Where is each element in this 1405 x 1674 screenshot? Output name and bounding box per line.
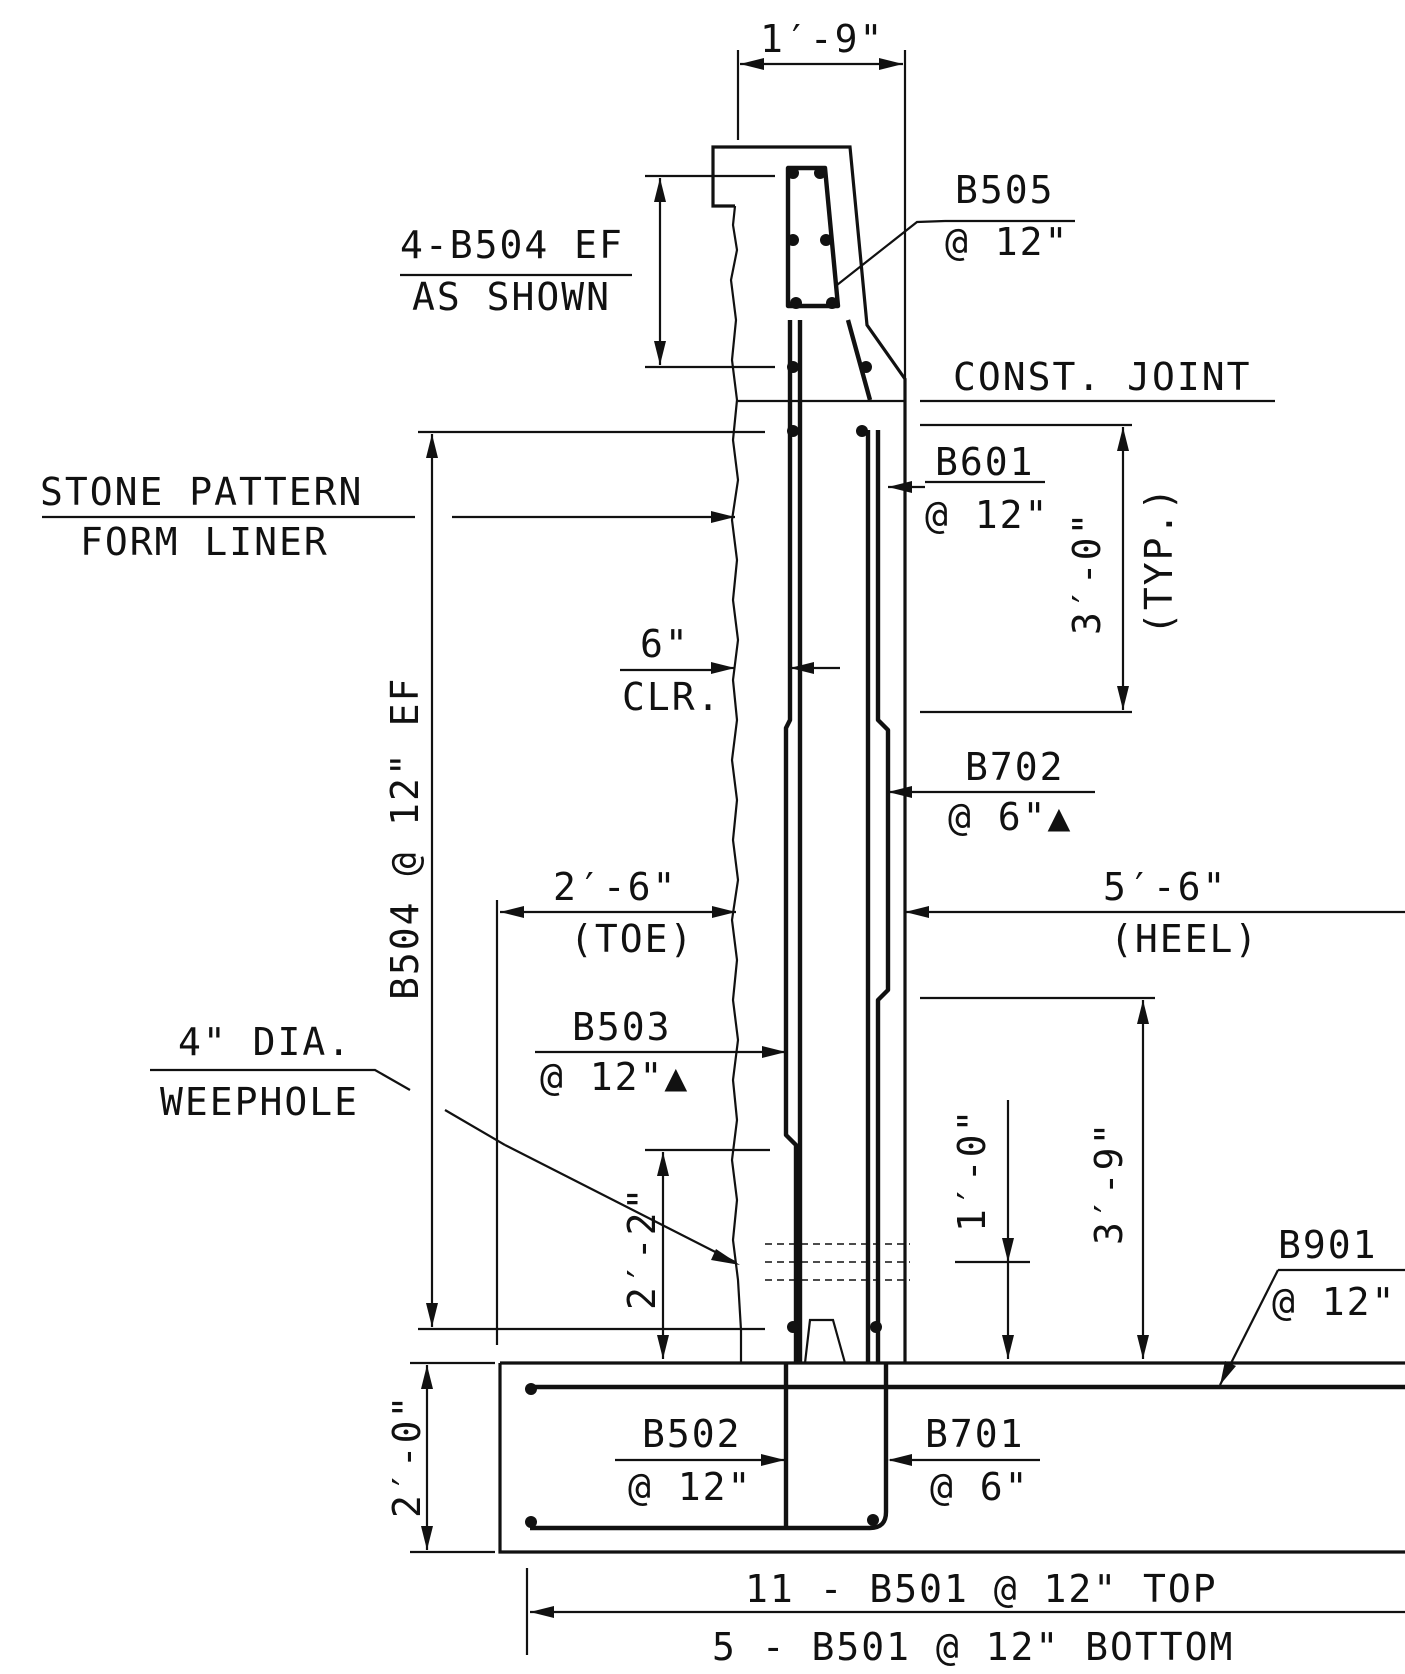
heel-label: (HEEL) <box>1110 917 1259 961</box>
weephole-pipe <box>765 1243 910 1281</box>
cap-bars-note: AS SHOWN <box>412 275 611 319</box>
b505-label: B505 <box>955 168 1055 212</box>
b502-label: B502 <box>642 1412 742 1456</box>
weephole-size-label: 4" DIA. <box>178 1020 352 1064</box>
typ-label: (TYP.) <box>1137 486 1181 635</box>
b901-label: B901 <box>1278 1223 1378 1267</box>
b601-spacing: @ 12" <box>925 493 1049 537</box>
b502-spacing: @ 12" <box>628 1465 752 1509</box>
b501-bottom-label: 5 - B501 @ 12" BOTTOM <box>712 1625 1234 1669</box>
heel-dim-label: 5′-6" <box>1103 865 1227 909</box>
b701-spacing: @ 6" <box>930 1465 1030 1509</box>
b701-label: B701 <box>925 1412 1025 1456</box>
b501-top-label: 11 - B501 @ 12" TOP <box>745 1567 1218 1611</box>
cap-bars-label: 4-B504 EF <box>400 223 624 267</box>
dimension-lines <box>42 50 1405 1655</box>
clear-cover-value: 6" <box>640 622 690 666</box>
weephole-label: WEEPHOLE <box>160 1080 359 1124</box>
b601-label: B601 <box>935 440 1035 484</box>
b702-label: B702 <box>965 745 1065 789</box>
dim-2ft2-label: 2′-2" <box>620 1186 664 1310</box>
b505-spacing: @ 12" <box>945 220 1069 264</box>
top-width-label: 1′-9" <box>760 17 884 61</box>
b702-spacing: @ 6"▲ <box>948 795 1072 839</box>
reinforcing-bars <box>525 165 1405 1531</box>
dim-3ft-label: 3′-0" <box>1065 511 1109 635</box>
b504-vertical-label: B504 @ 12" EF <box>383 677 427 1000</box>
form-liner-note: FORM LINER <box>80 520 329 564</box>
dim-3ft9-label: 3′-9" <box>1087 1121 1131 1245</box>
const-joint-label: CONST. JOINT <box>953 355 1252 399</box>
b901-spacing: @ 12" <box>1272 1280 1396 1324</box>
toe-dim-label: 2′-6" <box>553 865 677 909</box>
form-liner-label: STONE PATTERN <box>40 470 363 514</box>
dim-1ft-label: 1′-0" <box>950 1108 994 1232</box>
toe-label: (TOE) <box>570 917 694 961</box>
clear-cover-label: CLR. <box>622 675 722 719</box>
drawing-labels: 1′-9" 4-B504 EF AS SHOWN B505 @ 12" CONS… <box>40 17 1396 1669</box>
b503-label: B503 <box>572 1005 672 1049</box>
footing-depth-label: 2′-0" <box>385 1394 429 1518</box>
b503-spacing: @ 12"▲ <box>540 1055 689 1099</box>
